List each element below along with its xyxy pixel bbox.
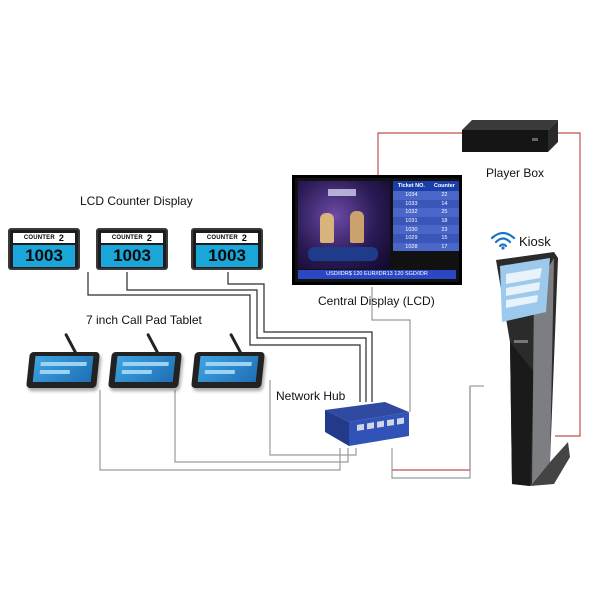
- wire-counter-3: [227, 272, 373, 402]
- wire-counter-1: [87, 272, 361, 402]
- ticket-cell: 1032: [393, 208, 430, 217]
- counter-cell: 17: [429, 242, 459, 252]
- ticket-cell: 1028: [393, 242, 430, 252]
- counter-cell: 15: [429, 233, 459, 243]
- counter-number: 2: [241, 233, 248, 243]
- counter-title: COUNTER: [111, 235, 143, 241]
- lcd-counter-display-label: LCD Counter Display: [80, 194, 193, 208]
- wire-counter-2: [126, 272, 367, 402]
- call-pad-tablet-2: [108, 352, 182, 388]
- ticket-cell: 1031: [393, 216, 430, 226]
- counter-ticket: 1003: [101, 245, 163, 267]
- counter-ticket: 1003: [196, 245, 258, 267]
- counter-number: 2: [58, 233, 65, 243]
- studio-desk: [308, 247, 378, 261]
- counter-cell: 14: [429, 199, 459, 209]
- wifi-icon: [490, 231, 516, 250]
- central-display-video: [298, 181, 390, 269]
- kiosk: [496, 252, 570, 486]
- wire-player-to-kiosk: [555, 132, 581, 437]
- player-box: [462, 120, 558, 152]
- tablet-screen: [114, 356, 176, 382]
- kiosk-label: Kiosk: [519, 234, 551, 249]
- counter-number: 2: [146, 233, 153, 243]
- tablet-screen: [197, 356, 259, 382]
- counter-cell: 18: [429, 216, 459, 226]
- wire-tablet-1: [99, 390, 341, 471]
- wire-player-to-display: [377, 132, 462, 175]
- video-logo: [328, 189, 356, 196]
- call-pad-tablet-label: 7 inch Call Pad Tablet: [86, 313, 202, 327]
- network-hub: [325, 402, 409, 446]
- wire-tablet-3: [269, 380, 357, 456]
- presenter-figure: [350, 211, 364, 243]
- tablet-screen: [32, 356, 94, 382]
- ticket-cell: 1033: [393, 199, 430, 209]
- ticket-header: Ticket NO.: [393, 181, 430, 191]
- counter-title: COUNTER: [23, 235, 55, 241]
- presenter-figure: [320, 213, 334, 243]
- ticket-cell: 1030: [393, 225, 430, 234]
- call-pad-tablet-1: [26, 352, 100, 388]
- counter-cell: 23: [429, 225, 459, 234]
- counter-ticket: 1003: [13, 245, 75, 267]
- network-hub-label: Network Hub: [276, 389, 346, 403]
- counter-cell: 25: [429, 208, 459, 217]
- exchange-ticker: USD/IDR$ 120 EUR/IDR13 120 SGD/IDR: [298, 270, 456, 279]
- counter-title: COUNTER: [206, 235, 238, 241]
- player-box-label: Player Box: [486, 166, 545, 180]
- ticket-cell: 1034: [393, 191, 430, 200]
- central-display-label: Central Display (LCD): [318, 294, 435, 308]
- call-pad-tablet-3: [191, 352, 265, 388]
- counter-header: Counter: [429, 181, 459, 191]
- wire-central-display: [371, 287, 411, 412]
- ticket-cell: 1029: [393, 233, 430, 243]
- wire-kiosk-2: [391, 386, 471, 479]
- counter-cell: 22: [429, 191, 459, 200]
